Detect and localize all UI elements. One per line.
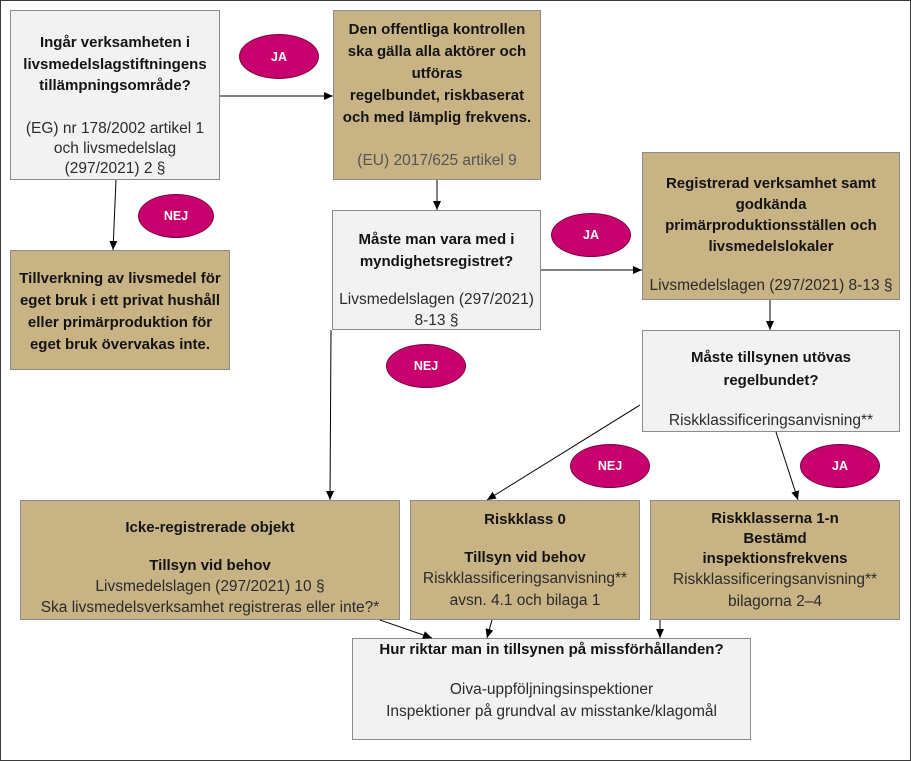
scope-question-line: tillämpningsområde?	[39, 77, 191, 94]
risk-class-0-subheading: Tillsyn vid behov	[411, 547, 639, 568]
risk-classes-heading-line: Riskklasserna 1-n	[711, 510, 839, 527]
official-control-reference-line: (EU) 2017/625 artikel 9	[357, 152, 517, 169]
registered-heading-line: primärproduktionsställen och	[665, 216, 877, 234]
regular-question-line: regelbundet?	[723, 371, 819, 389]
unregistered-subheading-line: Tillsyn vid behov	[149, 556, 271, 574]
misconduct-item: Oiva-uppföljningsinspektioner	[449, 681, 654, 698]
regular-question-reference: Riskklassificeringsanvisning**	[643, 410, 899, 431]
registry-question-reference: Livsmedelslagen (297/2021) 8-13 §	[333, 289, 540, 331]
registry-question-line: myndighetsregistret?	[359, 253, 514, 270]
registry-question-line: Måste man vara med i	[358, 231, 515, 248]
registry-question-text: Måste man vara med i myndighetsregistret…	[333, 229, 540, 273]
unregistered-heading: Icke-registrerade objekt	[21, 517, 399, 538]
official-control-line: Den offentliga kontrollen	[348, 21, 526, 38]
label-scope-no: NEJ	[138, 194, 214, 238]
risk-classes-reference-line: bilagorna 2–4	[728, 592, 822, 610]
unregistered-reference: Livsmedelslagen (297/2021) 10 § Ska livs…	[21, 576, 399, 619]
node-scope-question: Ingår verksamheten i livsmedelslagstiftn…	[10, 10, 220, 180]
risk-class-0-reference-line: Riskklassificeringsanvisning**	[422, 569, 628, 587]
misconduct-question: Hur riktar man in tillsynen på missförhå…	[353, 639, 750, 660]
not-supervised-statement: Tillverkning av livsmedel för eget bruk …	[11, 268, 229, 356]
scope-question-line: livsmedelslagstiftningens	[23, 55, 207, 73]
label-regular-yes: JA	[800, 444, 880, 488]
scope-reference-line: (EG) nr 178/2002 artikel 1	[25, 119, 205, 137]
registered-reference-line: Livsmedelslagen (297/2021) 8-13 §	[649, 276, 893, 294]
node-not-supervised: Tillverkning av livsmedel för eget bruk …	[10, 250, 230, 370]
risk-class-0-heading: Riskklass 0	[411, 509, 639, 530]
scope-question-reference: (EG) nr 178/2002 artikel 1 och livsmedel…	[11, 119, 219, 179]
registered-heading-line: livsmedelslokaler	[708, 237, 834, 255]
registry-reference-line: 8-13 §	[414, 312, 459, 329]
scope-reference-line: och livsmedelslag	[53, 139, 177, 157]
not-supervised-line: eget bruk övervakas inte.	[29, 336, 211, 353]
label-registry-no: NEJ	[386, 344, 466, 388]
not-supervised-line: eget bruk i ett privat hushåll	[19, 292, 221, 309]
registered-reference: Livsmedelslagen (297/2021) 8-13 §	[643, 275, 899, 296]
misconduct-items: Oiva-uppföljningsinspektioner Inspektion…	[353, 679, 750, 723]
registered-heading: Registrerad verksamhet samt godkända pri…	[643, 173, 899, 257]
risk-class-0-subheading-line: Tillsyn vid behov	[464, 548, 586, 566]
registry-reference-line: Livsmedelslagen (297/2021)	[339, 291, 534, 308]
risk-classes-reference: Riskklassificeringsanvisning** bilagorna…	[651, 569, 899, 612]
official-control-statement: Den offentliga kontrollen ska gälla alla…	[334, 19, 540, 129]
risk-class-0-reference-line: avsn. 4.1 och bilaga 1	[449, 591, 601, 609]
node-registered-operations: Registrerad verksamhet samt godkända pri…	[642, 152, 900, 300]
not-supervised-line: eller primärproduktion för	[27, 314, 213, 331]
node-registry-question: Måste man vara med i myndighetsregistret…	[332, 210, 541, 330]
official-control-line: regelbundet, riskbaserat	[349, 87, 525, 104]
label-regular-no: NEJ	[570, 444, 650, 488]
registered-heading-line: Registrerad verksamhet samt	[665, 174, 877, 192]
scope-reference-line: (297/2021) 2 §	[64, 159, 166, 177]
not-supervised-line: Tillverkning av livsmedel för	[19, 270, 221, 287]
unregistered-subheading: Tillsyn vid behov	[21, 555, 399, 576]
registered-heading-line: godkända	[735, 195, 807, 213]
risk-classes-heading-line: inspektionsfrekvens	[702, 550, 848, 567]
official-control-reference: (EU) 2017/625 artikel 9	[334, 150, 540, 171]
node-risk-classes-1-n: Riskklasserna 1-n Bestämd inspektionsfre…	[650, 500, 900, 620]
risk-class-0-reference: Riskklassificeringsanvisning** avsn. 4.1…	[411, 568, 639, 612]
official-control-line: utföras	[411, 65, 463, 82]
node-official-control: Den offentliga kontrollen ska gälla alla…	[333, 10, 541, 180]
risk-class-0-heading-line: Riskklass 0	[484, 510, 566, 528]
misconduct-item: Inspektioner på grundval av misstanke/kl…	[386, 703, 717, 720]
scope-question-text: Ingår verksamheten i livsmedelslagstiftn…	[11, 32, 219, 97]
label-scope-yes: JA	[239, 34, 319, 79]
risk-classes-heading-line: Bestämd	[743, 530, 807, 547]
node-misconduct-targeting: Hur riktar man in tillsynen på missförhå…	[352, 638, 751, 740]
label-registry-yes: JA	[551, 213, 631, 257]
unregistered-reference-line: Ska livsmedelsverksamhet registreras ell…	[40, 599, 380, 616]
node-regular-supervision-question: Måste tillsynen utövas regelbundet? Risk…	[642, 330, 900, 432]
risk-classes-reference-line: Riskklassificeringsanvisning**	[672, 571, 878, 588]
unregistered-heading-line: Icke-registrerade objekt	[125, 518, 295, 536]
official-control-line: ska gälla alla aktörer och	[347, 43, 527, 60]
node-unregistered-objects: Icke-registrerade objekt Tillsyn vid beh…	[20, 500, 400, 620]
misconduct-question-line: Hur riktar man in tillsynen på missförhå…	[379, 641, 724, 658]
regular-reference-line: Riskklassificeringsanvisning**	[668, 411, 874, 429]
scope-question-line: Ingår verksamheten i	[39, 34, 191, 51]
unregistered-reference-line: Livsmedelslagen (297/2021) 10 §	[95, 577, 325, 595]
official-control-line: och med lämplig frekvens.	[342, 109, 532, 126]
node-risk-class-0: Riskklass 0 Tillsyn vid behov Riskklassi…	[410, 500, 640, 620]
regular-question-line: Måste tillsynen utövas	[690, 349, 852, 366]
risk-classes-heading: Riskklasserna 1-n Bestämd inspektionsfre…	[651, 509, 899, 569]
regular-question-text: Måste tillsynen utövas regelbundet?	[643, 347, 899, 392]
